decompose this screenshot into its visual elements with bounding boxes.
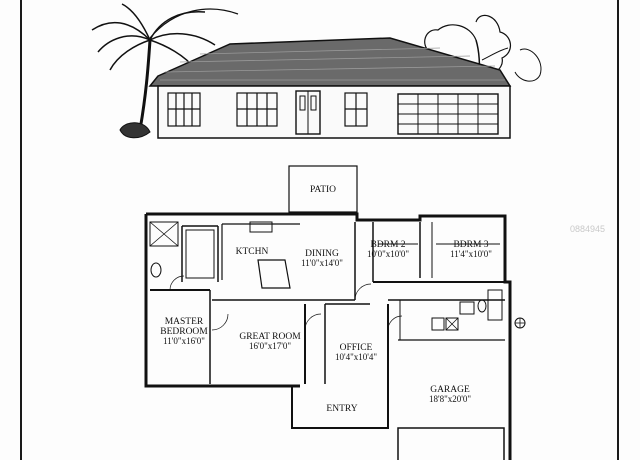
sheet-border-right	[617, 0, 619, 460]
room-label-master-1: MASTER	[165, 317, 204, 327]
room-label-bedroom3: BDRM 3	[453, 240, 488, 250]
room-dim-great-room: 16'0"x17'0"	[249, 341, 291, 351]
meter-icon	[514, 317, 526, 329]
garage-slab	[397, 427, 505, 460]
room-label-great-room: GREAT ROOM	[239, 332, 301, 342]
house-elevation	[91, 3, 542, 139]
kitchen-island	[257, 259, 291, 289]
room-label-office: OFFICE	[340, 343, 373, 353]
sheet-border-left	[20, 0, 22, 460]
room-label-patio: PATIO	[310, 185, 336, 195]
toilet-icon	[150, 262, 162, 278]
toilet-icon	[477, 299, 487, 313]
room-dim-bedroom3: 11'4"x10'0"	[450, 249, 492, 259]
watermark: 0884945	[570, 224, 605, 234]
room-dim-garage: 18'8"x20'0"	[429, 394, 471, 404]
sink-icon	[249, 221, 273, 233]
room-dim-master: 11'0"x16'0"	[163, 336, 205, 346]
room-label-garage: GARAGE	[430, 385, 470, 395]
room-label-kitchen: KTCHN	[236, 247, 269, 257]
roof	[148, 37, 512, 87]
shower-icon	[487, 289, 503, 321]
tub-icon	[185, 229, 215, 279]
shower-icon	[149, 221, 179, 247]
windows	[167, 92, 368, 127]
sink-icon	[459, 301, 475, 315]
room-dim-bedroom2: 10'0"x10'0"	[367, 249, 409, 259]
room-dim-office: 10'4"x10'4"	[335, 352, 377, 362]
washer-icon	[431, 317, 445, 331]
patio-outline	[288, 165, 358, 213]
room-label-dining: DINING	[305, 249, 339, 259]
room-label-master-2: BEDROOM	[160, 327, 208, 337]
room-label-bedroom2: BDRM 2	[370, 240, 405, 250]
room-dim-dining: 11'0"x14'0"	[301, 258, 343, 268]
room-label-entry: ENTRY	[326, 404, 357, 414]
palm-tree-icon	[91, 3, 239, 139]
dryer-icon	[445, 317, 459, 331]
floor-plan	[144, 165, 526, 460]
